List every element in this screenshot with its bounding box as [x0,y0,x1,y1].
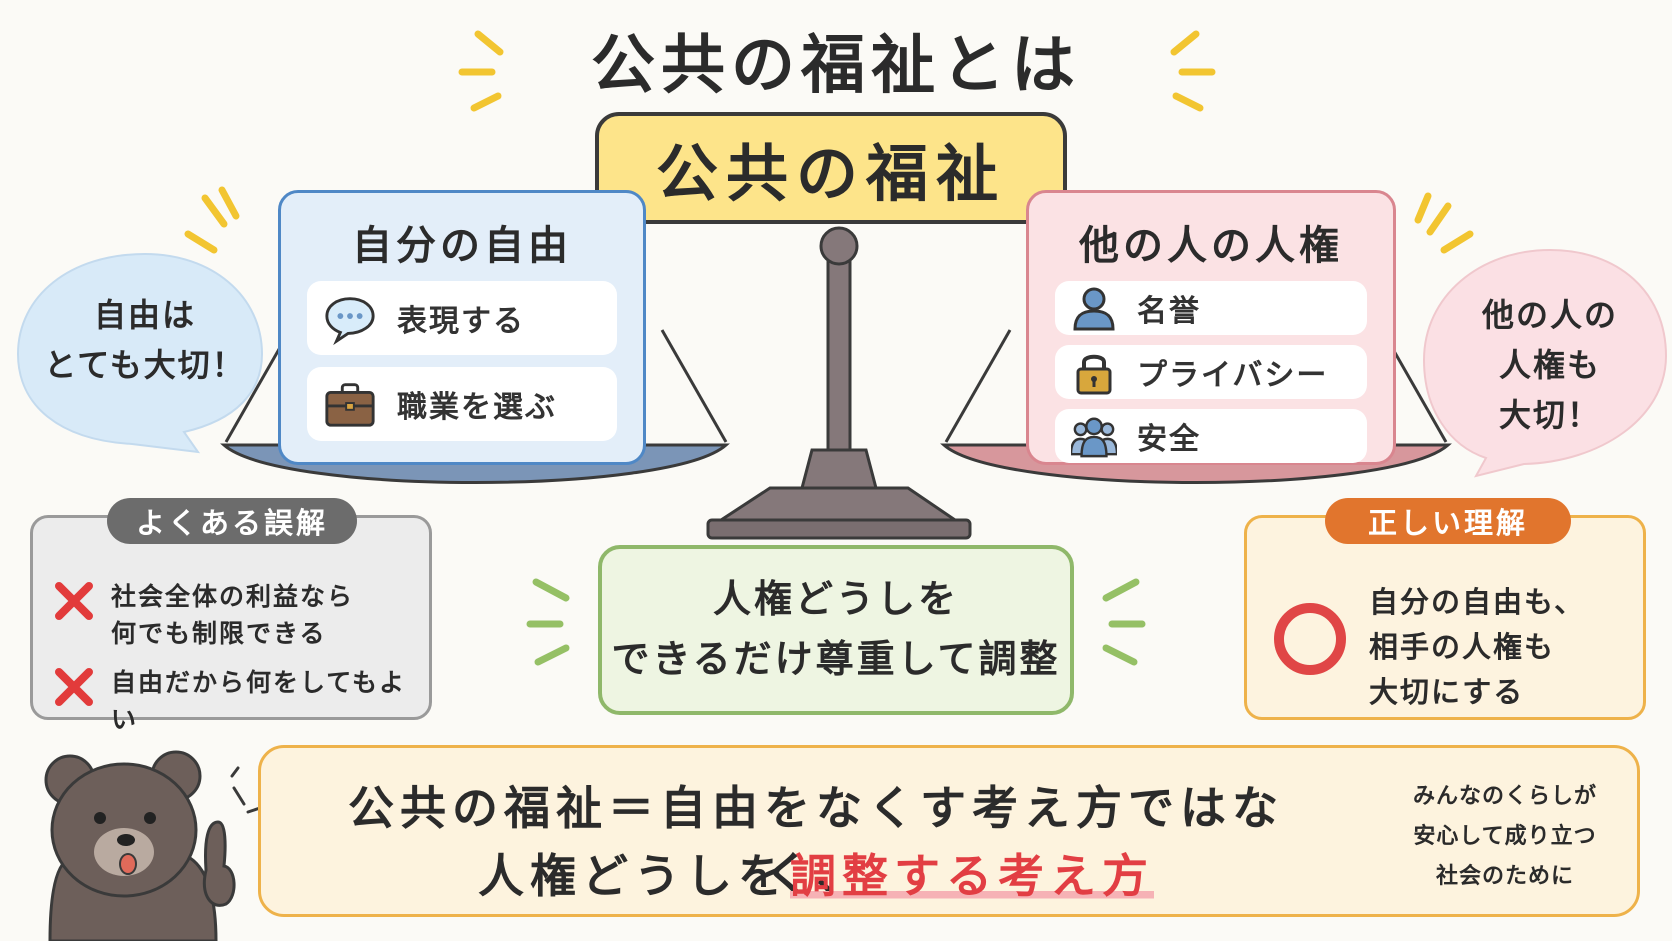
balance-explanation-line1: 人権どうしを [712,577,959,621]
rights-item-privacy-label: プライバシー [1137,358,1329,393]
bubble-burst-right [1414,192,1474,254]
group-icon [1071,413,1117,459]
freedom-item-occupation: 職業を選ぶ [307,367,617,441]
conclusion-box: 公共の福祉＝自由をなくす考え方ではなく、 人権どうしを調整する考え方 [258,745,1640,917]
right-speech-bubble [1422,248,1668,478]
misconception-item-1: 社会全体の利益なら 何でも制限できる [51,578,354,652]
left-bubble-line2: とても大切！ [44,346,246,384]
misconception-item-1-line1: 社会全体の利益なら [111,582,355,611]
right-bubble-line3: 大切！ [1498,396,1601,434]
scale-foot [706,518,972,540]
lock-icon [1071,349,1117,395]
speech-bubble-icon [323,291,377,346]
balance-explanation-line2: できるだけ尊重して調整 [611,637,1061,681]
person-icon [1071,285,1117,331]
right-bubble-text: 他の人の 人権も 大切！ [1430,290,1670,440]
scale-pole [826,248,852,452]
bear-illustration [44,750,262,941]
correct-text: 自分の自由も、 相手の人権も 大切にする [1369,580,1585,715]
left-bubble-line1: 自由は [93,296,196,334]
correct-badge: 正しい理解 [1325,498,1571,544]
others-rights-panel: 他の人の人権 名誉 プライバシー [1026,190,1396,465]
left-speech-bubble [16,252,264,454]
note-line3: 社会のために [1435,864,1574,889]
rights-item-privacy: プライバシー [1055,345,1367,399]
own-freedom-title: 自分の自由 [352,223,572,269]
conclusion-line2: 人権どうしを調整する考え方 [311,840,1321,906]
cross-icon [55,668,93,706]
center-burst-right [1102,578,1146,666]
conclusion-highlight: 調整する考え方 [790,849,1154,903]
rights-item-honor: 名誉 [1055,281,1367,335]
correct-line2: 相手の人権も [1369,630,1556,664]
misconception-item-1-line2: 何でも制限できる [111,619,327,648]
freedom-item-expression: 表現する [307,281,617,355]
right-bubble-line1: 他の人の [1481,296,1618,334]
note-text: みんなのくらしが 安心して成り立つ 社会のために [1380,777,1630,897]
circle-icon [1274,603,1346,675]
note-line1: みんなのくらしが [1412,784,1597,809]
rights-item-safety-label: 安全 [1137,422,1201,457]
page-title: 公共の福祉とは [591,29,1081,103]
center-burst-left [526,578,570,666]
title-burst-left [458,30,504,112]
misconception-badge: よくある誤解 [107,498,357,544]
correct-line1: 自分の自由も、 [1369,585,1586,619]
rights-item-safety: 安全 [1055,409,1367,463]
correct-line3: 大切にする [1369,675,1525,709]
right-bubble-line2: 人権も [1498,346,1601,384]
center-label: 公共の福祉 [595,112,1067,224]
scale-knob [819,226,859,266]
note-line2: 安心して成り立つ [1413,824,1597,849]
balance-explanation-box: 人権どうしを できるだけ尊重して調整 [598,545,1074,715]
misconception-item-2-text: 自由だから何をしてもよい [111,668,407,734]
cross-icon [55,582,93,620]
others-rights-title: 他の人の人権 [1079,223,1343,269]
briefcase-icon [323,377,377,431]
left-pan-string-2 [660,329,728,443]
bubble-burst-left [184,186,240,254]
correct-understanding-box: 正しい理解 自分の自由も、 相手の人権も 大切にする [1244,498,1646,720]
misconception-box: よくある誤解 社会全体の利益なら 何でも制限できる 自由だから何をしてもよい [30,498,432,734]
title-burst-right [1170,30,1216,112]
freedom-item-expression-label: 表現する [397,304,525,339]
scale-neck [800,448,878,490]
freedom-item-occupation-label: 職業を選ぶ [397,390,557,425]
scale-base [712,486,963,524]
left-bubble-text: 自由は とても大切！ [30,290,260,390]
conclusion-line2-prefix: 人権どうしを [478,849,790,903]
rights-item-honor-label: 名誉 [1137,294,1201,329]
misconception-item-2: 自由だから何をしてもよい [51,664,429,738]
own-freedom-panel: 自分の自由 表現する 職業を選ぶ [278,190,646,465]
right-pan-string [944,329,1012,443]
